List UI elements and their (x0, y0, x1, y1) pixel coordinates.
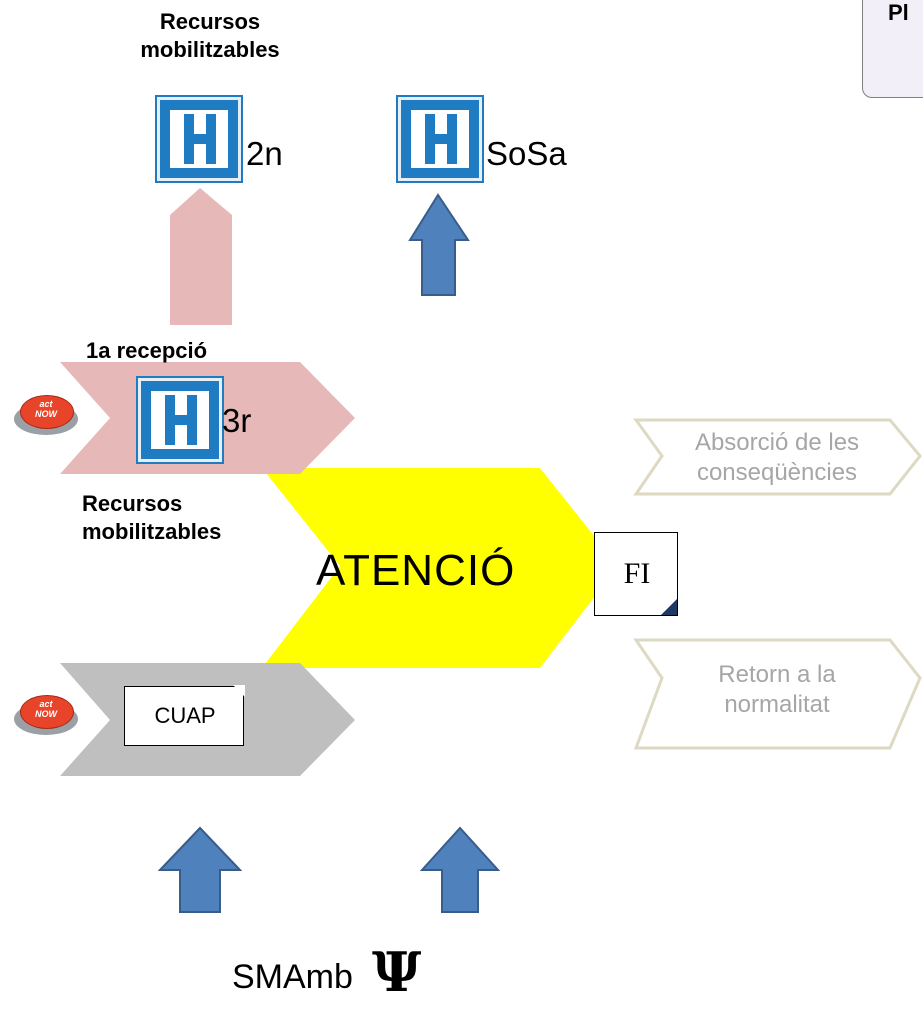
act-now-button[interactable]: act NOW (14, 693, 78, 737)
act-now-button[interactable]: act NOW (14, 393, 78, 437)
mid-resources-label: Recursos mobilitzables (82, 491, 222, 544)
blue-arrow-right (419, 826, 501, 913)
cuap-box: CUAP (124, 685, 245, 746)
attention-label: ATENCIÓ (316, 546, 516, 595)
return-shape (633, 638, 922, 750)
hospital-icon (138, 378, 222, 462)
psi-icon: Ψ (372, 940, 422, 1004)
fi-box: FI (594, 532, 678, 616)
blue-arrow-left (157, 826, 243, 913)
pink-up-arrow (170, 188, 232, 325)
act-text: act (39, 399, 53, 409)
blue-arrow-sosa (408, 193, 470, 296)
hospital-2n-label: 2n (246, 135, 283, 172)
act-text: act (39, 699, 53, 709)
absorption-label: Absorció de les conseqüències (694, 429, 860, 486)
top-resources-label: Recursos mobilitzables (140, 9, 280, 62)
attention-shape (262, 468, 618, 668)
hospital-3r-label: 3r (222, 402, 252, 439)
hospital-icon (398, 97, 482, 181)
hospital-icon (157, 97, 241, 181)
now-text: NOW (35, 409, 57, 419)
absorption-shape (633, 418, 922, 496)
hospital-sosa-label: SoSa (486, 135, 567, 172)
reception-label: 1a recepció (86, 338, 208, 363)
return-label: Retorn a la normalitat (718, 661, 836, 718)
fi-label: FI (623, 557, 651, 590)
title-box (862, 0, 923, 98)
title-partial: Pl (888, 0, 909, 25)
smamb-label: SMAmb (232, 958, 353, 996)
now-text: NOW (35, 709, 57, 719)
cuap-label: CUAP (154, 703, 216, 728)
